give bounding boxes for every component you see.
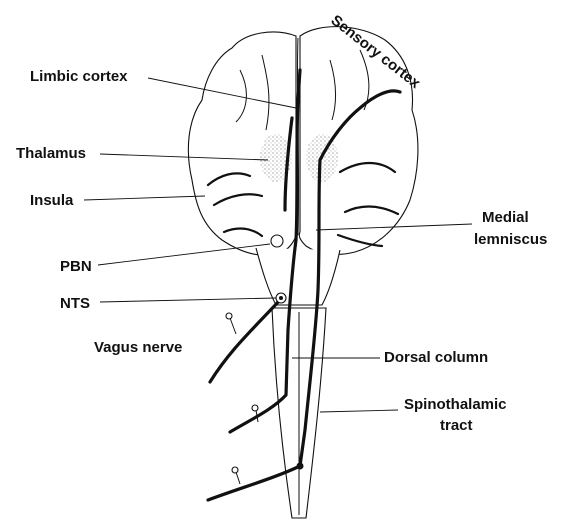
label-insula: Insula (30, 192, 74, 209)
label-spinothalamic-line1: Spinothalamic (404, 396, 507, 413)
leader-nts (100, 298, 276, 302)
label-medial-lemniscus-line1: Medial (482, 209, 529, 226)
label-spinothalamic-line2: tract (440, 417, 473, 434)
spinal-relay-marker (297, 463, 304, 470)
label-thalamus: Thalamus (16, 145, 86, 162)
leader-insula (84, 196, 205, 200)
vagus-nerve-pathway (210, 300, 280, 382)
label-nts: NTS (60, 295, 90, 312)
label-limbic-cortex: Limbic cortex (30, 68, 128, 85)
leader-spinothalamic (320, 410, 398, 412)
nts-dot (279, 296, 283, 300)
leader-pbn (98, 244, 270, 265)
pbn-marker (271, 235, 283, 247)
label-pbn: PBN (60, 258, 92, 275)
label-medial-lemniscus-line2: lemniscus (474, 231, 547, 248)
brainstem (256, 248, 340, 305)
label-dorsal-column: Dorsal column (384, 349, 488, 366)
label-vagus-nerve: Vagus nerve (94, 339, 182, 356)
